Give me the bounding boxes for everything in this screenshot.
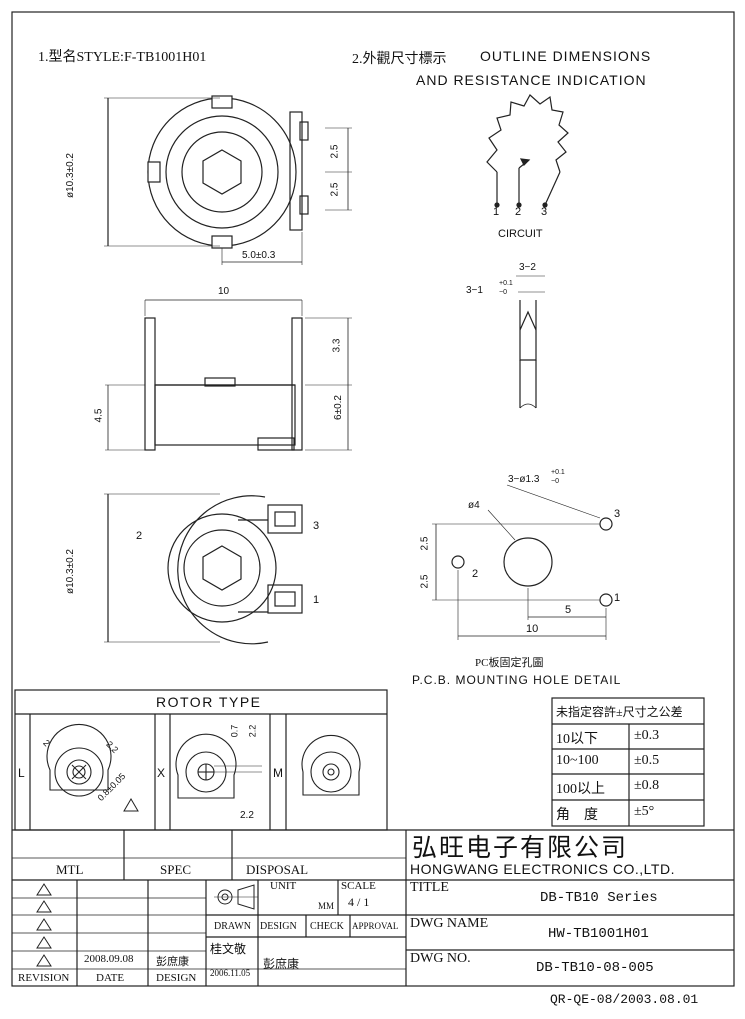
top-dim-25a: 2.5 [329, 144, 341, 159]
rotor-x-drawing [175, 733, 262, 799]
tolerance-range-2: 100以上 [556, 782, 605, 797]
style-label: 1.型名STYLE:F-TB1001H01 [38, 50, 207, 65]
drawn-name: 桂文敬 [210, 942, 247, 956]
rotor-l-label: L [18, 766, 25, 780]
design-name: 彭庶康 [263, 957, 300, 971]
pcb-hole-label: 3−ø1.3 [508, 474, 540, 485]
top-dim-50: 5.0±0.3 [242, 250, 276, 261]
pin-dim-31: 3−1 [466, 285, 483, 296]
pin-tol-plus: +0.1 [499, 280, 513, 287]
title-label: TITLE [410, 880, 449, 895]
rotor-section-frame [14, 689, 388, 831]
revision-designer: 彭庶康 [156, 956, 189, 968]
top-dim-25b: 2.5 [329, 182, 341, 197]
rotor-l-drawing [46, 723, 112, 797]
tolerance-table-grid [551, 697, 705, 827]
projection-symbol-icon [214, 884, 258, 910]
outline-cn: 2.外觀尺寸標示 [352, 52, 447, 67]
side-dim-45: 4.5 [93, 408, 105, 423]
top-dia-label: ø10.3±0.2 [64, 153, 76, 198]
footer-code: QR-QE-08/2003.08.01 [550, 992, 699, 1007]
title-value: DB-TB10 Series [540, 890, 658, 906]
tolerance-tol-2: ±0.8 [634, 778, 660, 793]
pcb-pin1: 1 [614, 592, 621, 604]
bottom-pin2: 2 [136, 530, 143, 542]
tolerance-header: 未指定容許±尺寸之公差 [556, 705, 683, 719]
pcb-dim-10: 10 [526, 623, 539, 635]
pcb-dia4: ø4 [468, 500, 480, 511]
bottom-view-drawing [104, 493, 303, 645]
circuit-pin1: 1 [493, 206, 500, 218]
dwg-name-value: HW-TB1001H01 [548, 926, 649, 942]
dwg-name-label: DWG NAME [410, 916, 489, 931]
bottom-dia-label: ø10.3±0.2 [64, 549, 76, 594]
approval-label: APPROVAL [352, 921, 399, 931]
scale-label: SCALE [341, 880, 376, 892]
pcb-pin3: 3 [614, 508, 621, 520]
pcb-title-en: P.C.B. MOUNTING HOLE DETAIL [412, 673, 622, 687]
company-en: HONGWANG ELECTRONICS CO.,LTD. [410, 861, 675, 877]
pcb-title-cn: PC板固定孔圖 [475, 657, 544, 669]
unit-label: UNIT [270, 880, 297, 892]
design-label: DESIGN [260, 921, 297, 932]
check-label: CHECK [310, 921, 344, 932]
title-block-grid [12, 829, 734, 986]
date-col-label: DATE [96, 972, 125, 984]
pcb-detail-drawing [432, 484, 613, 640]
revision-date: 2008.09.08 [84, 953, 134, 965]
drawn-label: DRAWN [214, 921, 251, 932]
tolerance-tol-3: ±5° [634, 804, 655, 819]
rotor-m-drawing [301, 734, 361, 796]
pcb-dim-25a: 2.5 [419, 536, 431, 551]
drawn-date: 2006.11.05 [210, 968, 251, 978]
mtl-label: MTL [56, 862, 84, 877]
revision-col-label: REVISION [18, 972, 70, 984]
rotor-x-dim07: 0.7 [229, 724, 240, 738]
spec-label: SPEC [160, 862, 192, 877]
pin-dim-32: 3−2 [519, 262, 536, 273]
circuit-symbol [486, 94, 569, 208]
side-dim-6: 6±0.2 [332, 395, 344, 420]
pcb-pin2: 2 [472, 568, 479, 580]
dwg-no-value: DB-TB10-08-005 [536, 960, 654, 976]
tolerance-tol-0: ±0.3 [634, 728, 660, 743]
mm-label: MM [318, 901, 335, 911]
tolerance-range-0: 10以下 [556, 732, 598, 747]
pin-tol-minus: −0 [499, 289, 507, 296]
dwg-no-label: DWG NO. [410, 951, 471, 966]
rotor-x-dim22c: 2.2 [240, 810, 254, 821]
tolerance-range-3: 角 度 [556, 808, 598, 823]
outline-en1: OUTLINE DIMENSIONS [480, 48, 652, 64]
tolerance-range-1: 10~100 [556, 753, 599, 768]
company-cn: 弘旺电子有限公司 [412, 835, 629, 862]
side-dim-10: 10 [218, 286, 230, 297]
top-view-drawing [104, 95, 352, 265]
design-col-label: DESIGN [156, 972, 197, 984]
rotor-x-label: X [157, 766, 166, 780]
circuit-label: CIRCUIT [498, 228, 543, 240]
circuit-pin2: 2 [515, 206, 522, 218]
pcb-dim-5: 5 [565, 604, 572, 616]
circuit-pin3: 3 [541, 206, 548, 218]
side-view-drawing [105, 299, 352, 451]
revision-triangles [36, 883, 52, 967]
disposal-label: DISPOSAL [246, 862, 309, 877]
rotor-triangle-icon [123, 798, 139, 812]
rotor-title: ROTOR TYPE [156, 694, 262, 710]
outline-en2: AND RESISTANCE INDICATION [416, 72, 647, 88]
pcb-tol-minus: −0 [551, 478, 559, 485]
pcb-tol-plus: +0.1 [551, 469, 565, 476]
scale-value: 4 / 1 [348, 895, 370, 909]
pin-detail-drawing [516, 275, 545, 409]
tolerance-tol-1: ±0.5 [634, 753, 660, 768]
rotor-m-label: M [273, 766, 283, 780]
bottom-pin1: 1 [313, 594, 320, 606]
rotor-x-dim22: 2.2 [247, 724, 258, 738]
side-dim-33: 3.3 [331, 338, 343, 353]
bottom-pin3: 3 [313, 520, 320, 532]
pcb-dim-25b: 2.5 [419, 574, 431, 589]
